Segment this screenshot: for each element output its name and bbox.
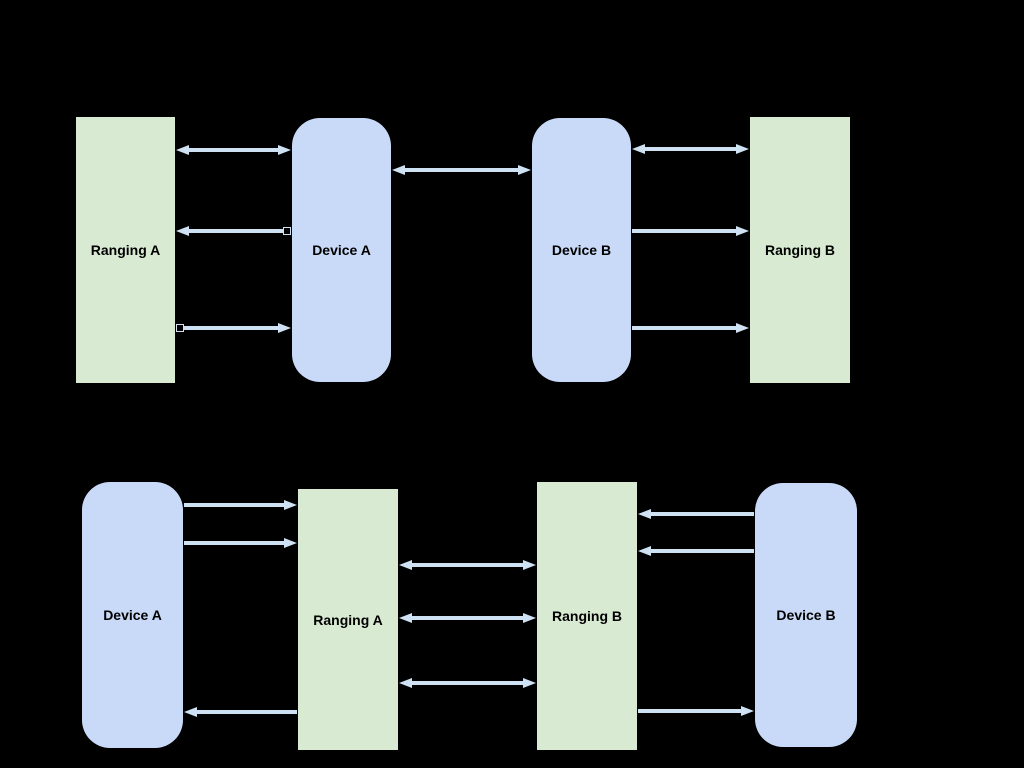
arrow-ranging-a-device-a-both [176, 143, 291, 157]
arrow-ranging-a-to-device-a [176, 321, 291, 335]
arrow-shaft [189, 148, 278, 152]
arrow-shaft [632, 326, 736, 330]
arrow-shaft [412, 563, 523, 567]
bottom-ranging-b-box: Ranging B [537, 482, 637, 750]
arrow-tail-square [283, 227, 291, 235]
bottom-ranging-a-label: Ranging A [313, 611, 383, 628]
bottom-device-b-box: Device B [755, 483, 857, 747]
arrow-shaft [405, 168, 518, 172]
top-ranging-b-label: Ranging B [765, 242, 835, 258]
bottom-ranging-b-label: Ranging B [552, 608, 622, 624]
bottom-device-a-box: Device A [82, 482, 183, 748]
arrow-shaft [412, 681, 523, 685]
arrow-shaft [184, 541, 284, 545]
top-ranging-a-label: Ranging A [90, 242, 161, 258]
top-ranging-b-box: Ranging B [750, 117, 850, 383]
arrow-device-b-ranging-b-both [632, 142, 749, 156]
arrow-device-a-to-ranging-a-1 [184, 498, 297, 512]
arrow-device-b-to-ranging-b-2 [638, 544, 754, 558]
arrow-shaft [632, 229, 736, 233]
arrow-shaft [638, 709, 741, 713]
arrow-ranging-a-to-device-a [184, 705, 297, 719]
arrow-tail-square [176, 324, 184, 332]
arrow-ranging-a-ranging-b-both-1 [399, 558, 536, 572]
arrow-shaft [189, 229, 283, 233]
arrow-shaft [651, 512, 754, 516]
arrow-ranging-b-to-device-b [638, 704, 754, 718]
bottom-device-b-label: Device B [776, 607, 836, 623]
arrow-device-a-device-b-both [392, 163, 531, 177]
arrow-device-a-to-ranging-a-2 [184, 536, 297, 550]
arrow-shaft [197, 710, 297, 714]
top-device-b-label: Device B [551, 242, 612, 258]
arrow-shaft [184, 503, 284, 507]
top-device-a-box: Device A [292, 118, 391, 382]
arrow-ranging-a-ranging-b-both-2 [399, 611, 536, 625]
arrow-device-b-to-ranging-b-1 [632, 224, 749, 238]
arrow-ranging-a-ranging-b-both-3 [399, 676, 536, 690]
arrow-shaft [412, 616, 523, 620]
bottom-device-a-label: Device A [103, 607, 162, 623]
arrow-device-b-to-ranging-b-1 [638, 507, 754, 521]
top-device-a-label: Device A [312, 242, 371, 258]
arrow-device-a-to-ranging-a [176, 224, 291, 238]
arrow-shaft [645, 147, 736, 151]
bottom-ranging-a-box: Ranging A [298, 489, 398, 750]
arrow-shaft [651, 549, 754, 553]
arrow-device-b-to-ranging-b-2 [632, 321, 749, 335]
top-ranging-a-box: Ranging A [76, 117, 175, 383]
top-device-b-box: Device B [532, 118, 631, 382]
arrow-shaft [184, 326, 278, 330]
